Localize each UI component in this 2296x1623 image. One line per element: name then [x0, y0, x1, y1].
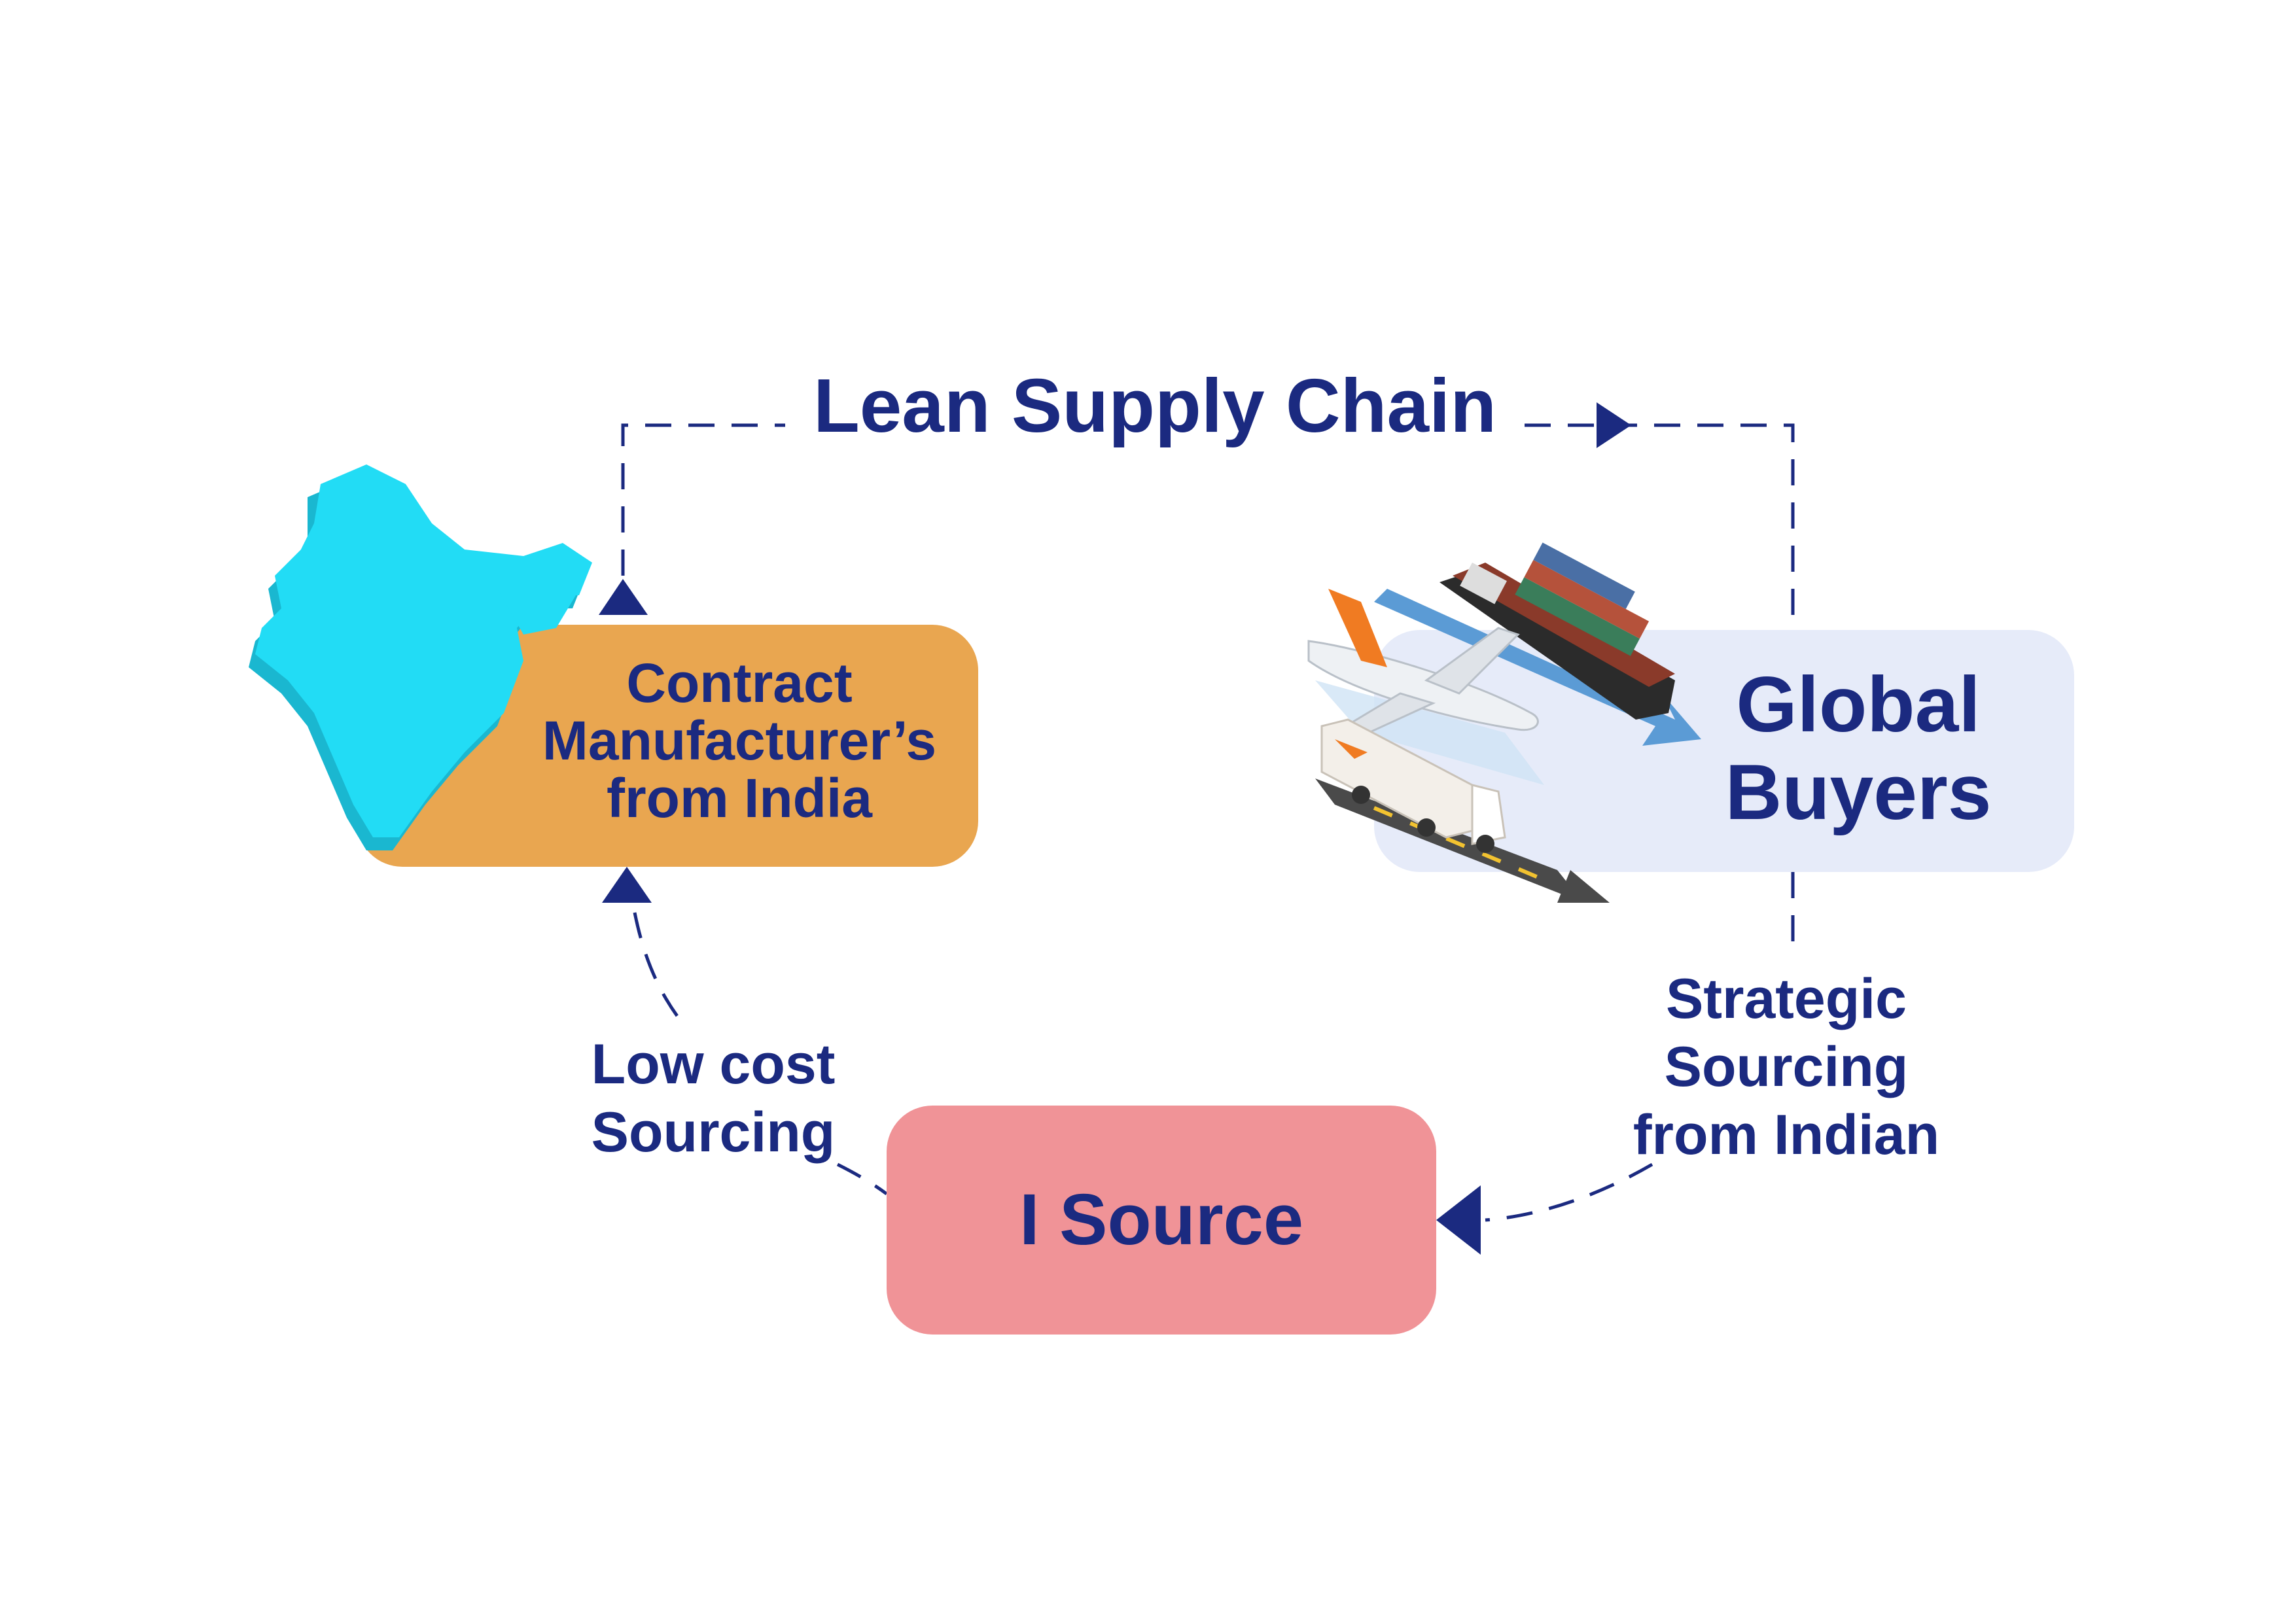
arrow-up-manufacturer-bottom: [602, 867, 652, 903]
lowcost-curve-connector: [633, 912, 682, 1022]
manufacturer-label: Contract Manufacturer’s from India: [458, 654, 1021, 827]
arrow-right-lean-chain: [1597, 402, 1631, 448]
isource-label: I Source: [1019, 1179, 1304, 1260]
lean-supply-chain-title: Lean Supply Chain: [785, 363, 1525, 448]
global-buyers-label-line-1: Global: [1736, 661, 1981, 748]
lean-chain-left-connector: [621, 423, 785, 576]
manufacturer-label-line-3: from India: [606, 767, 872, 829]
strategic-curve-connector: [1485, 1162, 1653, 1222]
truck: [1320, 718, 1506, 853]
strategic-line-1: Strategic: [1665, 968, 1907, 1030]
manufacturer-label-line-1: Contract: [626, 652, 853, 714]
strategic-line-2: Sourcing: [1664, 1036, 1909, 1098]
ship-hull: [1439, 569, 1675, 720]
lowcost-bottom-connector: [836, 1162, 888, 1196]
strategic-line-3: from Indian: [1633, 1104, 1940, 1166]
plane: [1307, 589, 1539, 741]
manufacturer-label-line-2: Manufacturer’s: [542, 710, 937, 771]
low-cost-line-1: Low cost: [591, 1033, 836, 1096]
low-cost-sourcing-label: Low cost Sourcing: [543, 1030, 883, 1166]
global-buyers-label: Global Buyers: [1682, 661, 2035, 836]
arrow-left-isource: [1436, 1185, 1481, 1255]
global-buyers-label-line-2: Buyers: [1725, 748, 1992, 836]
strategic-sourcing-label: Strategic Sourcing from Indian: [1577, 965, 1996, 1169]
arrow-up-manufacturer-top: [599, 579, 648, 615]
low-cost-line-2: Sourcing: [591, 1101, 836, 1164]
isource-box: I Source: [887, 1106, 1436, 1335]
